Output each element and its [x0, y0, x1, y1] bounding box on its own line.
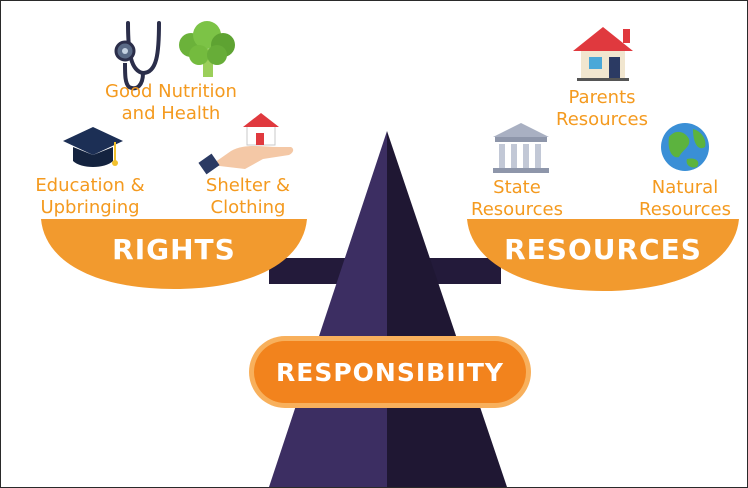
label-line: Shelter & [205, 175, 291, 196]
label-parents-resources: Parents Resources [537, 87, 667, 131]
resources-pan [467, 219, 739, 291]
label-line: and Health [121, 103, 221, 124]
resources-title: RESOURCES [504, 233, 702, 266]
label-line: Parents [568, 87, 636, 108]
label-line: Upbringing [40, 197, 140, 218]
globe-icon [661, 123, 709, 171]
stethoscope-icon [114, 21, 161, 91]
label-line: Natural [651, 177, 719, 198]
broccoli-icon [179, 21, 235, 77]
rights-title: RIGHTS [112, 233, 236, 266]
label-good-nutrition-health: Good Nutrition and Health [81, 81, 261, 125]
rights-pan [41, 219, 307, 289]
label-line: State [493, 177, 541, 198]
label-shelter-clothing: Shelter & Clothing [183, 175, 313, 219]
responsibility-label: RESPONSIBIITY [276, 357, 504, 387]
label-line: Resources [639, 199, 731, 220]
graduation-cap-icon [63, 127, 123, 167]
house-icon [573, 27, 633, 81]
label-line: Education & [35, 175, 145, 196]
label-line: Resources [471, 199, 563, 220]
hand-house-icon [198, 113, 294, 175]
label-line: Clothing [210, 197, 286, 218]
label-education-upbringing: Education & Upbringing [15, 175, 165, 219]
responsibility-badge: RESPONSIBIITY [254, 341, 526, 403]
label-line: Good Nutrition [105, 81, 237, 102]
label-line: Resources [556, 109, 648, 130]
label-state-resources: State Resources [457, 177, 577, 221]
label-natural-resources: Natural Resources [627, 177, 743, 221]
government-building-icon [493, 123, 549, 173]
